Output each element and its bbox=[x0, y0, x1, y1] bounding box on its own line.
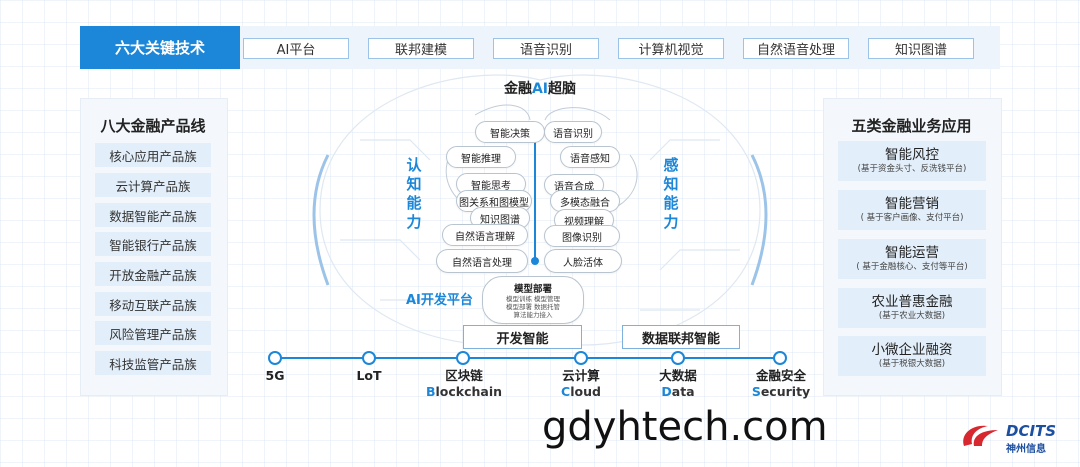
skill-bubble-nlp: 自然语言处理 bbox=[436, 249, 528, 273]
timeline-label-en: Cloud bbox=[548, 384, 614, 400]
timeline-label-5g: 5G bbox=[255, 368, 295, 384]
skill-bubble-speech-perception: 语音感知 bbox=[560, 146, 620, 168]
business-app-name: 智能风控 bbox=[885, 147, 939, 163]
timeline-label-cloud: 云计算 Cloud bbox=[548, 368, 614, 400]
timeline-line bbox=[275, 357, 780, 359]
skill-bubble-face-liveness: 人脸活体 bbox=[544, 249, 622, 273]
product-line-item: 数据智能产品族 bbox=[95, 203, 211, 227]
dev-intelligence-box: 开发智能 bbox=[463, 325, 582, 349]
business-app-item: 智能运营 ( 基于金融核心、支付等平台) bbox=[838, 239, 986, 279]
tech-speech-recognition: 语音识别 bbox=[493, 38, 599, 59]
timeline-node bbox=[456, 351, 470, 365]
cognitive-ability-label: 认知能力 bbox=[406, 156, 422, 231]
product-line-item: 核心应用产品族 bbox=[95, 143, 211, 167]
timeline-label-en-rest: loud bbox=[570, 384, 601, 399]
business-apps-title: 五类金融业务应用 bbox=[851, 117, 972, 135]
skill-bubble-speech-recognition: 语音识别 bbox=[544, 121, 602, 143]
timeline-node bbox=[362, 351, 376, 365]
timeline-label-text: LoT bbox=[356, 368, 382, 383]
tech-nlp: 自然语音处理 bbox=[743, 38, 849, 59]
model-deployment-note: 模型部署 数据托管 bbox=[505, 303, 561, 311]
ai-dev-platform-label: AI开发平台 bbox=[406, 293, 473, 308]
timeline-label-en: Data bbox=[646, 384, 710, 400]
timeline-label-text: 金融安全 bbox=[755, 368, 806, 383]
product-lines-title: 八大金融产品线 bbox=[100, 117, 206, 135]
brain-title: 金融AI超脑 bbox=[470, 78, 610, 98]
timeline-label-en-initial: B bbox=[425, 384, 436, 399]
timeline-label-en-rest: lockchain bbox=[435, 384, 503, 399]
timeline-node bbox=[574, 351, 588, 365]
product-line-item: 云计算产品族 bbox=[95, 173, 211, 197]
timeline-label-text: 区块链 bbox=[445, 368, 483, 383]
model-deployment-bubble: 模型部署 模型训练 模型管理 模型部署 数据托管 算法能力接入 bbox=[482, 276, 584, 324]
brain-title-ai: AI bbox=[531, 81, 549, 97]
timeline-node bbox=[268, 351, 282, 365]
business-app-note: ( 基于客户画像、支付平台) bbox=[860, 213, 964, 223]
skill-bubble-image-recognition: 图像识别 bbox=[544, 225, 620, 247]
timeline-label-text: 大数据 bbox=[659, 368, 697, 383]
timeline-label-en-initial: D bbox=[661, 384, 672, 399]
timeline-label-en-rest: ecurity bbox=[760, 384, 811, 399]
business-app-name: 智能营销 bbox=[885, 196, 939, 212]
brain-title-post: 超脑 bbox=[548, 81, 577, 97]
business-app-name: 智能运营 bbox=[885, 245, 939, 261]
perceptual-ability-label: 感知能力 bbox=[663, 156, 679, 231]
business-app-item: 小微企业融资 (基于税银大数据) bbox=[838, 336, 986, 376]
business-app-note: (基于农业大数据) bbox=[878, 311, 946, 321]
timeline-label-text: 5G bbox=[265, 368, 285, 383]
product-line-item: 科技监管产品族 bbox=[95, 351, 211, 375]
timeline-label-en: Blockchain bbox=[422, 384, 506, 400]
timeline-label-security: 金融安全 Security bbox=[744, 368, 818, 400]
product-line-item: 风险管理产品族 bbox=[95, 321, 211, 345]
business-app-note: (基于资金头寸、反洗钱平台) bbox=[857, 164, 967, 174]
skill-bubble-decision: 智能决策 bbox=[475, 121, 545, 143]
tech-knowledge-graph: 知识图谱 bbox=[868, 38, 974, 59]
key-tech-title: 六大关键技术 bbox=[80, 26, 240, 69]
timeline-label-bigdata: 大数据 Data bbox=[646, 368, 710, 400]
product-line-item: 开放金融产品族 bbox=[95, 262, 211, 286]
brain-title-pre: 金融 bbox=[503, 81, 532, 97]
model-deployment-note: 算法能力接入 bbox=[513, 311, 553, 319]
timeline-label-en-initial: S bbox=[751, 384, 761, 399]
timeline-node bbox=[773, 351, 787, 365]
timeline-label-lot: LoT bbox=[349, 368, 389, 384]
tech-ai-platform: AI平台 bbox=[243, 38, 349, 59]
business-app-item: 智能风控 (基于资金头寸、反洗钱平台) bbox=[838, 141, 986, 181]
timeline-label-blockchain: 区块链 Blockchain bbox=[422, 368, 506, 400]
tech-computer-vision: 计算机视觉 bbox=[618, 38, 724, 59]
skill-bubble-nlu: 自然语言理解 bbox=[442, 224, 528, 246]
business-app-item: 农业普惠金融 (基于农业大数据) bbox=[838, 288, 986, 328]
tech-federated-modeling: 联邦建模 bbox=[368, 38, 474, 59]
brain-circuit-decoration bbox=[312, 74, 768, 346]
product-line-item: 智能银行产品族 bbox=[95, 232, 211, 256]
business-app-name: 农业普惠金融 bbox=[871, 294, 953, 310]
timeline-label-text: 云计算 bbox=[562, 368, 600, 383]
timeline-node bbox=[671, 351, 685, 365]
business-app-item: 智能营销 ( 基于客户画像、支付平台) bbox=[838, 190, 986, 230]
timeline-label-en-initial: C bbox=[561, 384, 571, 399]
business-app-note: ( 基于金融核心、支付等平台) bbox=[856, 262, 968, 272]
timeline-label-en-rest: ata bbox=[671, 384, 695, 399]
model-deployment-note: 模型训练 模型管理 bbox=[505, 295, 561, 303]
timeline-label-en: Security bbox=[744, 384, 818, 400]
business-app-note: (基于税银大数据) bbox=[878, 359, 946, 369]
dcits-logo-text: DCITS bbox=[1006, 422, 1057, 440]
skill-bubble-reasoning: 智能推理 bbox=[446, 146, 516, 168]
brain-center-line bbox=[531, 142, 539, 265]
model-deployment-title: 模型部署 bbox=[513, 284, 552, 295]
dcits-logo-icon bbox=[963, 425, 998, 446]
product-line-item: 移动互联产品族 bbox=[95, 292, 211, 316]
dcits-logo-sub: 神州信息 bbox=[1006, 444, 1046, 455]
data-federation-box: 数据联邦智能 bbox=[622, 325, 740, 349]
business-app-name: 小微企业融资 bbox=[871, 342, 953, 358]
watermark: gdyhtech.com bbox=[542, 404, 828, 450]
